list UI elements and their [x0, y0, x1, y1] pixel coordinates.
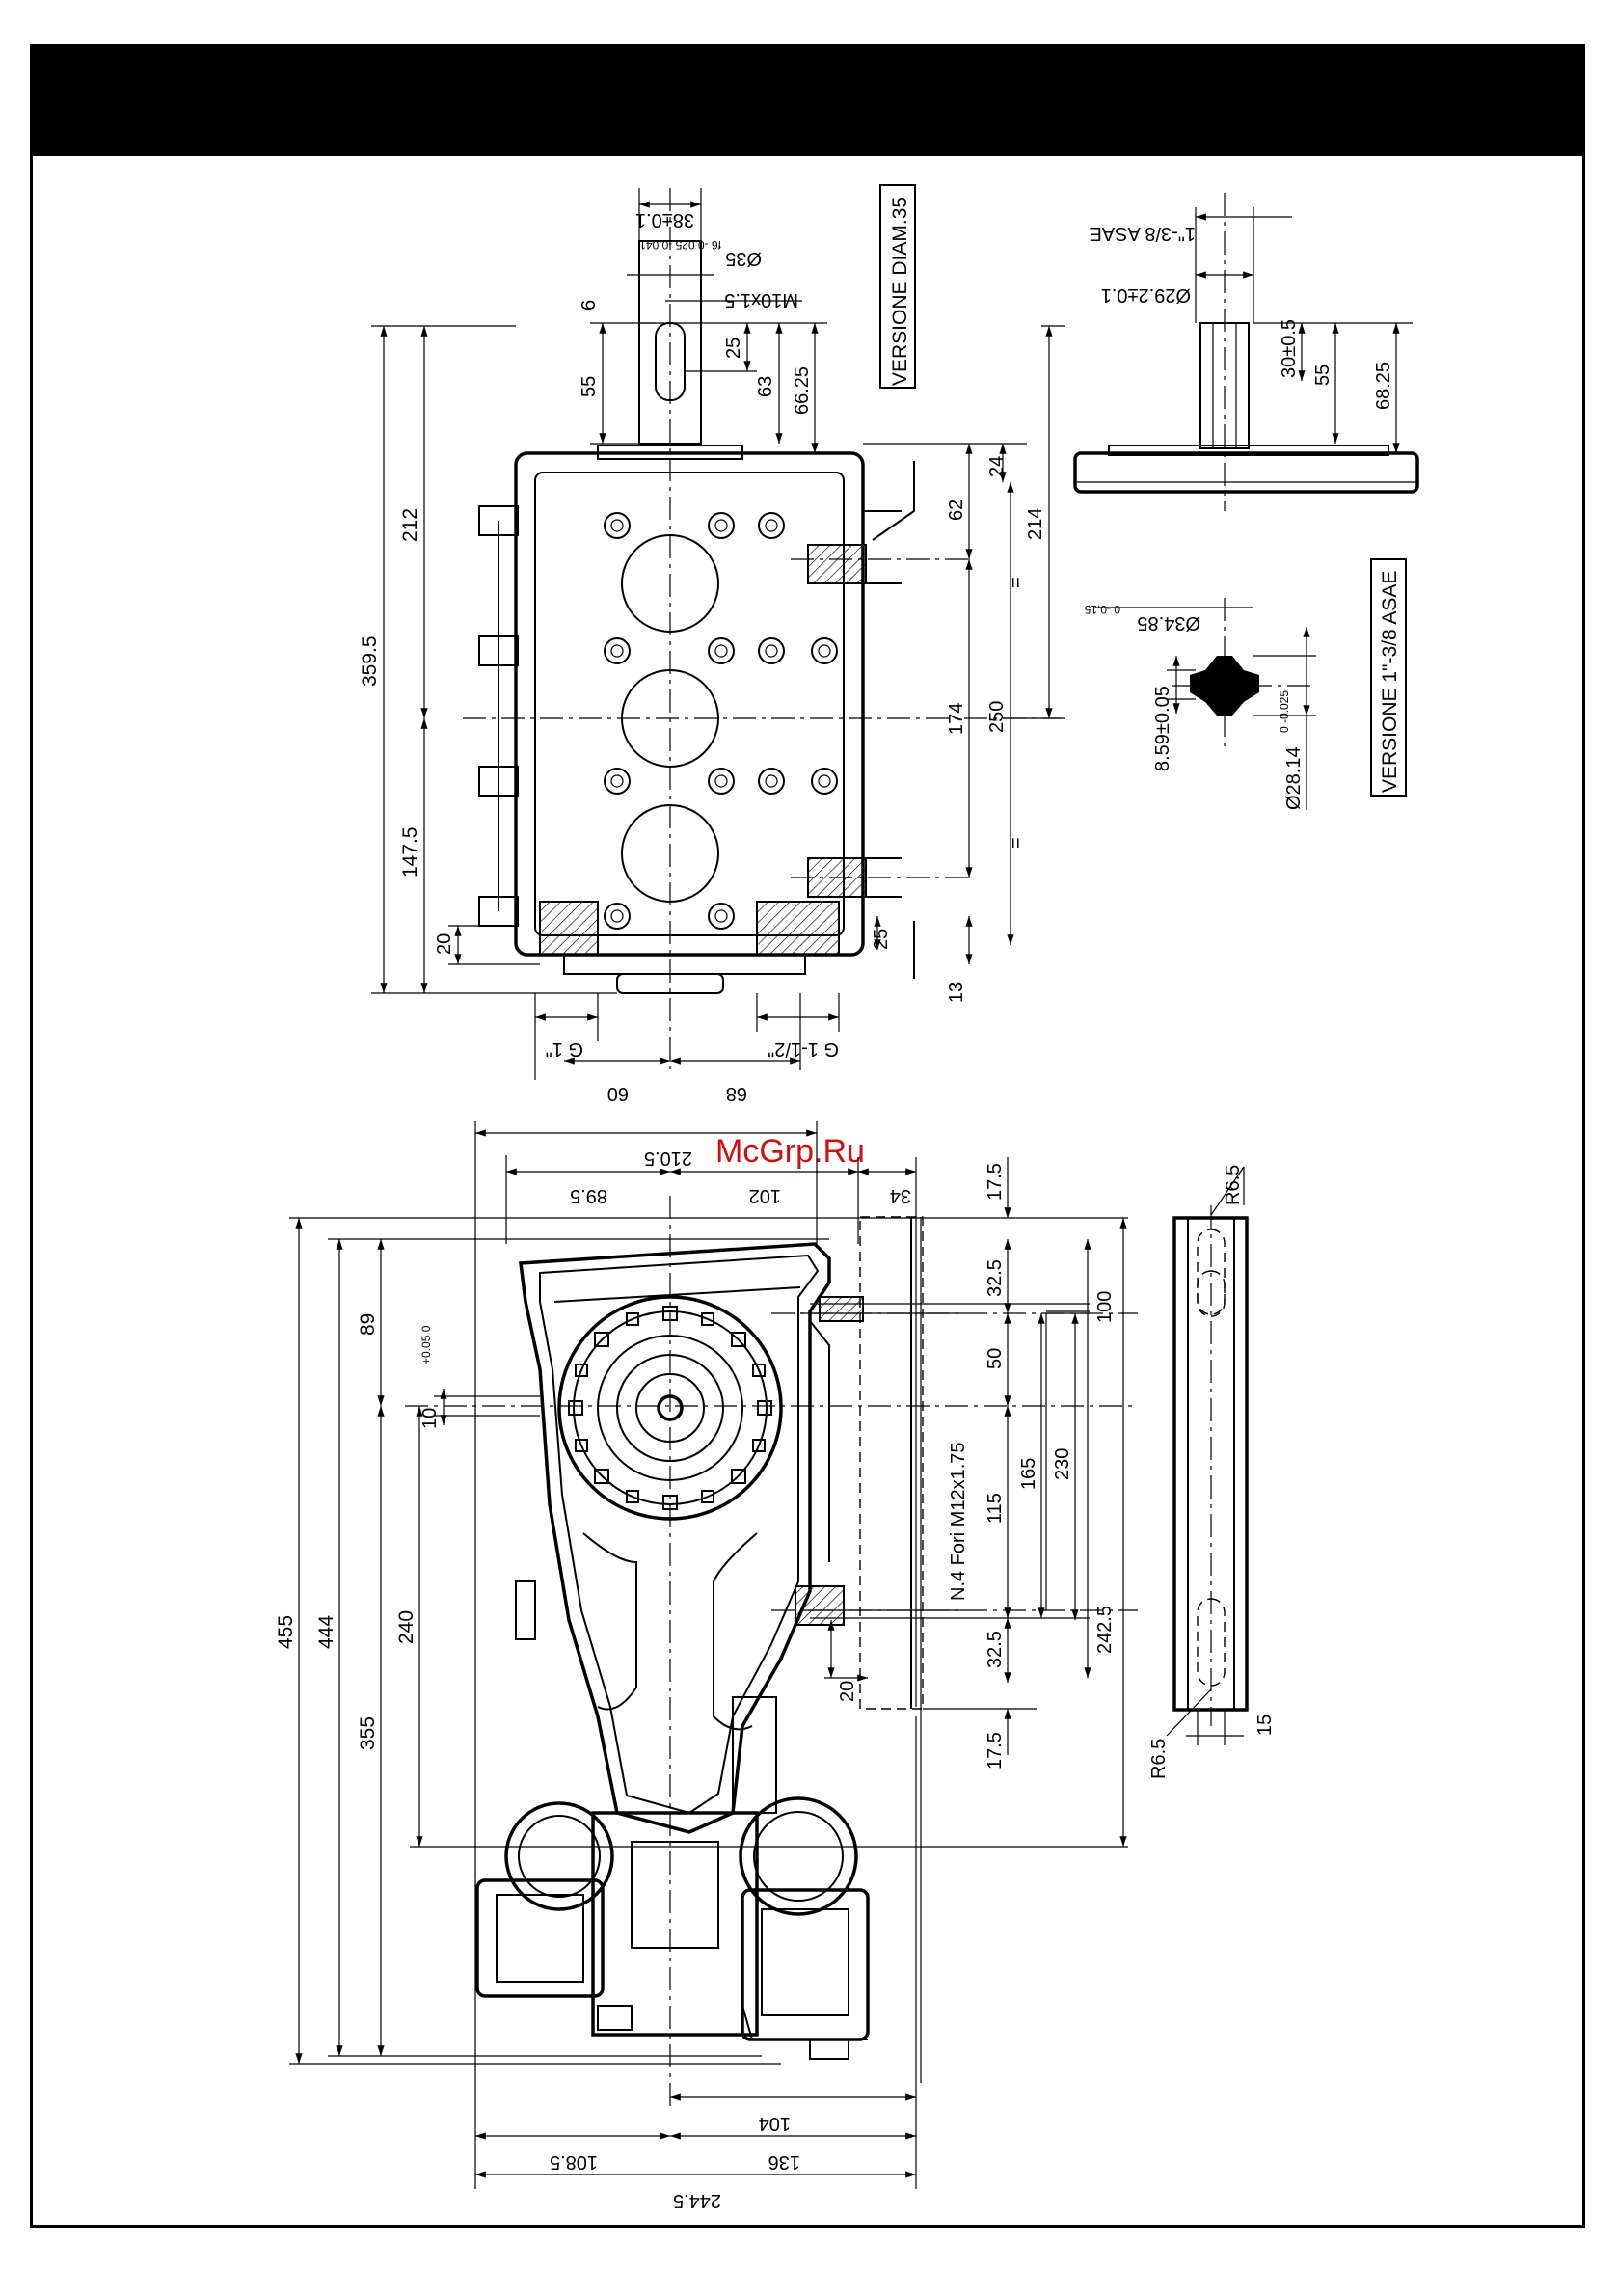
label-d63: 63 [755, 376, 776, 397]
label-d66-25: 66.25 [792, 366, 813, 415]
slot-view: R6.5 R6.5 15 [1148, 1165, 1276, 1779]
label-d359-5: 359.5 [359, 635, 381, 687]
label-g1: G 1" [546, 1039, 583, 1060]
label-holes: N.4 Fori M12x1.75 [948, 1442, 969, 1601]
label-d244-5: 244.5 [673, 2190, 721, 2211]
label-d30: 30±0.5 [1279, 319, 1300, 378]
label-d25-right: 25 [871, 929, 892, 950]
side-view-body [475, 1242, 870, 2060]
label-d68: 68 [726, 1083, 747, 1104]
label-g1-half: G 1-1/2" [768, 1039, 839, 1060]
label-d89: 89 [357, 1313, 379, 1336]
side-view: 210.5 89.5 102 34 455 444 89 355 240 10 … [275, 1121, 1276, 2211]
label-d165: 165 [1018, 1458, 1039, 1490]
top-view-shaft [638, 188, 702, 1070]
label-d100: 100 [1094, 1291, 1116, 1323]
label-d55-spline: 55 [1312, 365, 1334, 386]
label-d50: 50 [984, 1348, 1006, 1369]
label-d34: Ø34.85 [1137, 612, 1200, 634]
label-d25-top: 25 [723, 338, 744, 359]
label-d20-side: 20 [837, 1681, 858, 1702]
label-d444: 444 [315, 1615, 337, 1649]
label-d62: 62 [946, 500, 967, 521]
label-d35-tol: f6 -0.025 -0.041 [639, 238, 721, 252]
gear-teeth [568, 1306, 772, 1510]
label-d212: 212 [399, 508, 421, 542]
label-d24: 24 [986, 456, 1008, 477]
label-d115: 115 [984, 1493, 1006, 1524]
version-diam35: VERSIONE DIAM.35 [889, 197, 911, 386]
label-spline-thread: 1"-3/8 ASAE [1090, 223, 1197, 244]
label-d10: 10 [419, 1408, 441, 1429]
label-eq-2: = [1006, 837, 1027, 849]
label-d108-5: 108.5 [550, 2151, 598, 2173]
label-d32-5b: 32.5 [984, 1631, 1006, 1668]
watermark-text: McGrp.Ru [715, 1133, 865, 1170]
label-d32-5a: 32.5 [984, 1259, 1006, 1297]
label-r6-5a: R6.5 [1223, 1165, 1244, 1205]
label-d60: 60 [607, 1083, 629, 1104]
version-asae: VERSIONE 1"-3/8 ASAE [1379, 571, 1401, 793]
spline-view: 1"-3/8 ASAE Ø29.2±0.1 30±0.5 55 68.25 Ø3… [1073, 193, 1419, 810]
label-d13: 13 [946, 982, 967, 1003]
label-d34-side: 34 [890, 1185, 911, 1206]
label-d240: 240 [395, 1610, 418, 1644]
label-d89-5: 89.5 [570, 1185, 607, 1206]
label-d102: 102 [749, 1185, 781, 1206]
label-d174: 174 [946, 703, 967, 735]
label-d17-5b: 17.5 [984, 1732, 1006, 1769]
label-d455: 455 [275, 1615, 297, 1649]
label-d136: 136 [768, 2151, 800, 2173]
header-bar [30, 44, 1585, 156]
label-d28-tol: 0 -0.025 [1278, 690, 1291, 733]
label-d230: 230 [1052, 1448, 1073, 1480]
label-d8-59: 8.59±0.05 [1152, 686, 1173, 771]
label-eq-1: = [1006, 577, 1027, 588]
label-d147-5: 147.5 [399, 826, 421, 878]
label-d355: 355 [357, 1716, 379, 1750]
label-d17-5a: 17.5 [984, 1163, 1006, 1201]
label-d10-tol: +0.05 0 [419, 1325, 433, 1364]
label-thread-m10: M10x1.5 [724, 289, 798, 311]
label-d210-5: 210.5 [644, 1148, 692, 1169]
bolt-pattern [604, 512, 838, 930]
top-view: 38±0.1 Ø35 f6 -0.025 -0.041 M10x1.5 VERS… [359, 184, 1065, 1104]
label-d250: 250 [986, 701, 1008, 733]
label-d104: 104 [759, 2113, 791, 2134]
label-d35: Ø35 [725, 248, 762, 269]
top-view-body [478, 445, 915, 994]
label-d68-25: 68.25 [1373, 362, 1394, 410]
label-d34-tol: 0 -0.15 [1084, 603, 1120, 616]
label-d20-top: 20 [434, 933, 455, 955]
label-d55-top: 55 [579, 376, 600, 397]
page-frame [30, 44, 1585, 2228]
label-d242-5: 242.5 [1094, 1606, 1116, 1654]
label-d6: 6 [579, 300, 600, 311]
label-d15: 15 [1254, 1715, 1276, 1736]
label-d214: 214 [1025, 508, 1046, 540]
label-d29: Ø29.2±0.1 [1101, 284, 1191, 306]
label-d28: Ø28.14 [1283, 746, 1305, 810]
label-d38: 38±0.1 [635, 209, 694, 230]
label-r6-5b: R6.5 [1148, 1739, 1170, 1779]
